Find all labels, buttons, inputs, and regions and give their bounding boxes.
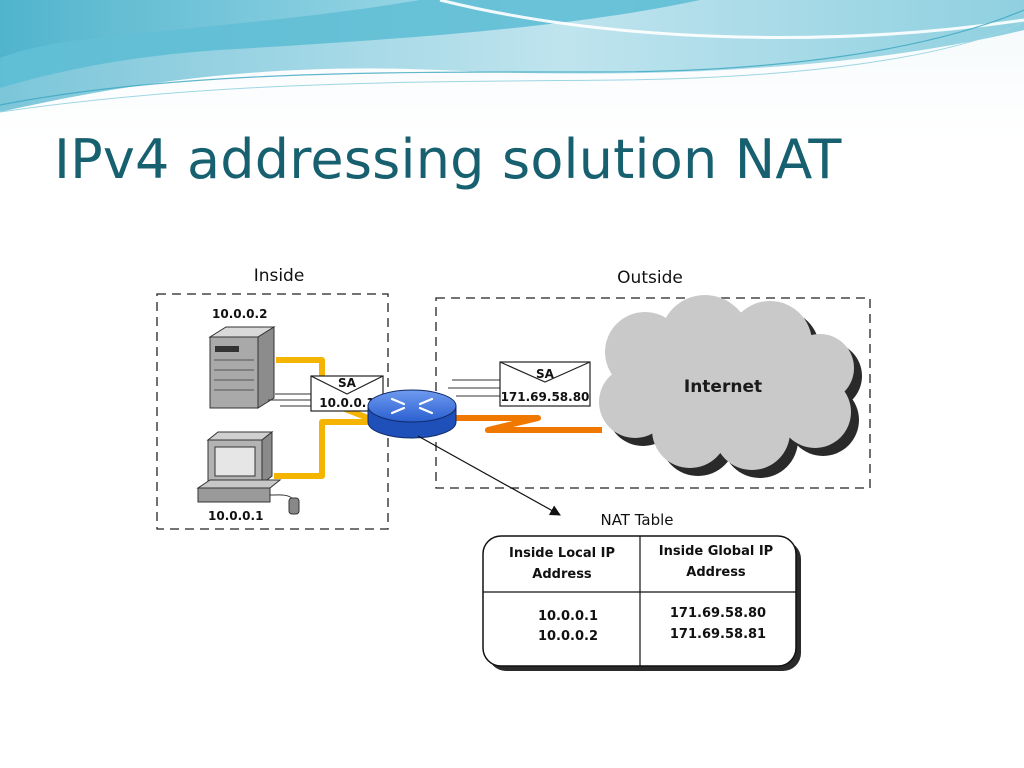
router-to-nat-table-arrow [417,435,561,516]
server-ip-label: 10.0.0.2 [212,307,267,321]
inside-packet-field: SA [338,376,357,390]
inside-packet-address: 10.0.0.1 [319,396,374,410]
nat-cell-local-row1: 10.0.0.1 [538,609,598,624]
outside-packet-address: 171.69.58.80 [501,390,590,404]
nat-header-global-line2: Address [686,565,746,580]
internet-cloud-icon [599,295,862,478]
inside-label: Inside [254,266,305,286]
internet-label: Internet [684,377,762,397]
outside-packet-motion-lines [448,379,500,397]
server-icon [208,326,276,409]
wan-serial-link [448,415,602,433]
nat-header-global-line1: Inside Global IP [659,544,773,559]
workstation-ip-label: 10.0.0.1 [208,509,263,523]
nat-header-local-line1: Inside Local IP [509,546,615,561]
outside-zone-border [435,297,871,489]
nat-cell-global-row2: 171.69.58.81 [670,627,766,642]
nat-cell-global-row1: 171.69.58.80 [670,606,766,621]
slide-title: IPv4 addressing solution NAT [54,128,842,191]
nat-table-title: NAT Table [600,511,673,529]
outside-packet-field: SA [536,367,555,381]
nat-router-icon [367,389,457,439]
outside-packet-envelope [499,361,591,407]
nat-table [482,535,801,671]
nat-cell-local-row2: 10.0.0.2 [538,629,598,644]
outside-label: Outside [617,268,683,288]
inside-packet-motion-lines [268,393,311,407]
header-wave-decoration [0,0,1024,113]
nat-header-local-line2: Address [532,567,592,582]
workstation-icon [196,430,300,515]
